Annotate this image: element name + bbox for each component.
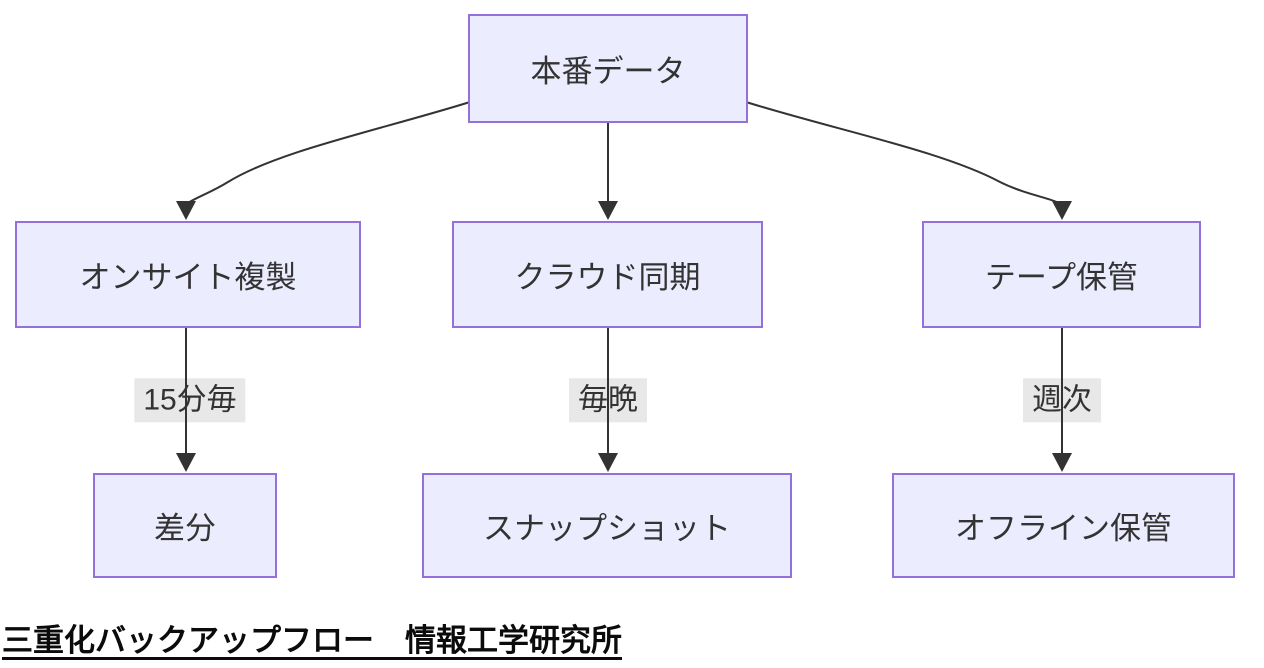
edge-production-tape	[745, 101, 1060, 204]
node-differential: 差分	[93, 473, 277, 578]
diagram-caption: 三重化バックアップフロー 情報工学研究所	[2, 623, 622, 658]
edge-production-onsite	[187, 101, 471, 204]
arrowhead-icon	[176, 453, 196, 472]
node-production-data: 本番データ	[468, 14, 748, 123]
arrowhead-icon	[598, 453, 618, 472]
arrowhead-icon	[598, 201, 618, 220]
arrowhead-icon	[1052, 453, 1072, 472]
node-onsite-replication: オンサイト複製	[15, 221, 361, 328]
arrowhead-icon	[1052, 201, 1072, 220]
node-tape-storage: テープ保管	[922, 221, 1201, 328]
edge-label-tape-offline: 週次	[1023, 378, 1101, 422]
arrowhead-icon	[176, 201, 196, 220]
node-cloud-sync: クラウド同期	[452, 221, 763, 328]
edge-label-cloud-snapshot: 毎晩	[569, 378, 647, 422]
edge-label-onsite-diff: 15分毎	[134, 378, 246, 422]
node-offline-storage: オフライン保管	[892, 473, 1235, 578]
node-snapshot: スナップショット	[422, 473, 792, 578]
